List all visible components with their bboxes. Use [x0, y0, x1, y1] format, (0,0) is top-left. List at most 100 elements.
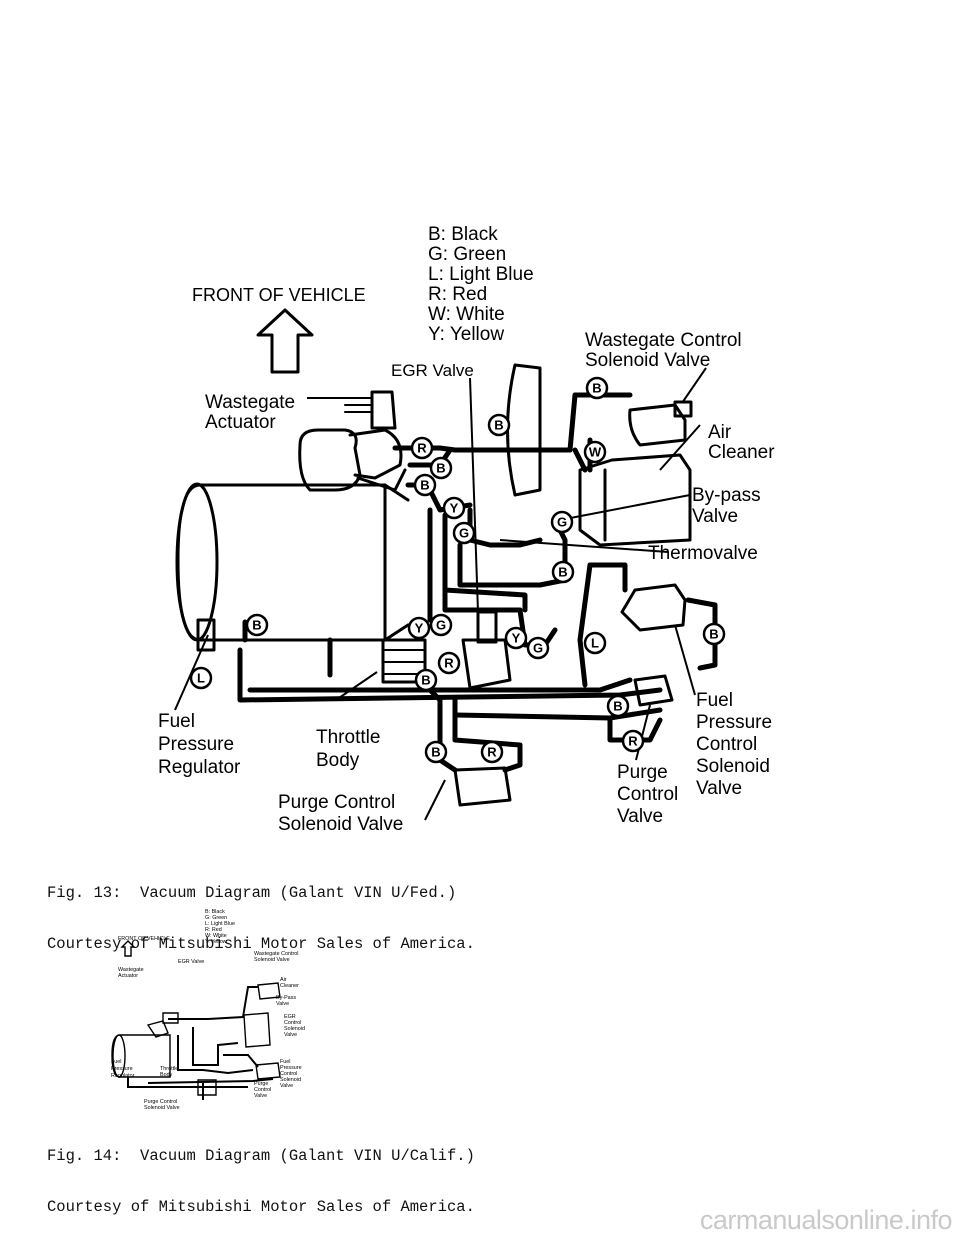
diagram-label: B: [613, 699, 622, 714]
wastegate-actuator-label: Wastegate: [205, 392, 295, 413]
diagram-label: Cleaner: [280, 983, 299, 989]
fuel-pressure-control-label: Fuel: [696, 690, 733, 711]
tag-b: B: [592, 381, 601, 396]
intake-plenum: [176, 483, 387, 642]
throttle-body-label: Throttle: [316, 727, 380, 748]
diagram-label: Valve: [254, 1093, 267, 1099]
purge-control-solenoid-part: [453, 766, 512, 807]
diagram-label: L: [591, 636, 599, 651]
air-cleaner-label: Air: [708, 422, 732, 443]
diagram-label: Valve: [617, 806, 663, 827]
diagram-label: Body: [316, 750, 360, 771]
diagram-label: Y: [512, 631, 521, 646]
legend-item: W: White: [428, 304, 505, 325]
diagram-label: Valve: [276, 1001, 289, 1007]
diagram-label: G: [459, 526, 469, 541]
purge-control-valve-label: Purge: [617, 762, 668, 783]
diagram-label: Regulator: [158, 757, 241, 778]
thermovalve-label: Thermovalve: [648, 543, 758, 564]
fig13-caption-title: Fig. 13: Vacuum Diagram (Galant VIN U/Fe…: [47, 884, 457, 902]
diagram-label: Valve: [692, 506, 738, 527]
purge-control-solenoid-label: Purge Control: [144, 1099, 177, 1105]
fig13-caption-credit: Courtesy of Mitsubishi Motor Sales of Am…: [47, 935, 475, 953]
diagram-label: Solenoid Valve: [585, 350, 710, 371]
front-arrow-icon: [120, 940, 136, 957]
diagram-label: Actuator: [205, 412, 276, 433]
diagram-label: Y: [415, 621, 424, 636]
egr-control-label: EGR: [284, 1014, 296, 1020]
diagram-label: R: [417, 441, 427, 456]
legend-item: G: Green: [205, 915, 227, 921]
diagram-label: Solenoid Valve: [278, 814, 403, 835]
fuel-pressure-control-solenoid-part: [620, 583, 687, 632]
fuel-pressure-regulator-part: [196, 618, 216, 652]
diagram-label: B: [420, 478, 429, 493]
fuel-pressure-regulator-label: Fuel: [111, 1059, 122, 1065]
legend-item: R: Red: [428, 284, 487, 305]
diagram-label: Pressure: [696, 712, 772, 733]
diagram-label: Pressure: [280, 1065, 302, 1071]
diagram-label: B: [709, 627, 718, 642]
legend-item: L: Light Blue: [205, 921, 235, 927]
diagram-label: G: [436, 618, 446, 633]
diagram-label: B: [421, 673, 430, 688]
front-of-vehicle-label: FRONT OF VEHICLE: [192, 285, 366, 305]
diagram-label: Solenoid: [284, 1026, 305, 1032]
wastegate-actuator-part: [370, 390, 397, 430]
hose-tags: [189, 376, 726, 764]
air-cleaner-label: Air: [280, 977, 287, 983]
egr-valve-label: EGR Valve: [391, 361, 474, 380]
front-arrow-icon: [256, 308, 314, 374]
egr-valve-label: EGR Valve: [178, 959, 204, 965]
throttle-body-label: Throttle: [160, 1066, 178, 1072]
diagram-label: R: [444, 656, 454, 671]
legend-item: R: Red: [205, 927, 222, 933]
diagram-label: Solenoid Valve: [144, 1105, 180, 1111]
fuel-pressure-regulator-label: Fuel: [158, 711, 195, 732]
diagram-label: B: [436, 461, 445, 476]
front-of-vehicle-label: FRONT OF VEHICLE: [118, 936, 170, 942]
legend-item: G: Green: [428, 244, 506, 265]
legend-item: Y: Yellow: [205, 939, 227, 945]
diagram-label: Control: [280, 1071, 297, 1077]
diagram-label: Solenoid: [280, 1077, 301, 1083]
diagram-label: R: [628, 734, 638, 749]
fig14-caption-title: Fig. 14: Vacuum Diagram (Galant VIN U/Ca…: [47, 1147, 475, 1165]
diagram-label: Body: [160, 1072, 173, 1078]
fig13-caption: Fig. 13: Vacuum Diagram (Galant VIN U/Fe…: [47, 851, 475, 970]
wastegate-control-label: Wastegate Control: [254, 951, 298, 957]
fuel-pressure-control-label: Fuel: [280, 1059, 291, 1065]
purge-control-valve-label: Purge: [254, 1081, 268, 1087]
watermark: carmanualsonline.info: [699, 1205, 953, 1235]
diagram-label: R: [487, 745, 497, 760]
diagram-label: Regulator: [111, 1073, 135, 1079]
wastegate-actuator-label: Wastegate: [118, 967, 144, 973]
legend-item: B: Black: [428, 224, 498, 245]
legend-item: Y: Yellow: [428, 324, 504, 345]
diagram-label: B: [252, 618, 261, 633]
fig14-caption-credit: Courtesy of Mitsubishi Motor Sales of Am…: [47, 1198, 475, 1216]
diagram-label: G: [557, 515, 567, 530]
diagram-label: B: [558, 565, 567, 580]
purge-control-valve-part: [633, 674, 674, 707]
diagram-label: Valve: [280, 1083, 293, 1089]
diagram-label: Y: [450, 501, 459, 516]
diagram-label: Solenoid Valve: [254, 957, 290, 963]
purge-control-solenoid-label: Purge Control: [278, 792, 395, 813]
diagram-label: Valve: [284, 1032, 297, 1038]
diagram-label: Control: [696, 734, 757, 755]
bypass-valve-label: By-Pass: [276, 995, 296, 1001]
diagram-label: Actuator: [118, 973, 138, 979]
legend-item: W: White: [205, 933, 227, 939]
diagram-label: Solenoid: [696, 756, 770, 777]
wastegate-control-label: Wastegate Control: [585, 330, 742, 351]
fig14-caption: Fig. 14: Vacuum Diagram (Galant VIN U/Ca…: [47, 1114, 475, 1233]
wastegate-control-solenoid-part: [628, 403, 687, 447]
diagram-label: W: [589, 445, 602, 460]
fig14-diagram: B: Black G: Green L: Light Blue R: Red W…: [111, 909, 305, 1111]
fig13-diagram: B B W R B B Y G G B B Y G Y G L B L R B …: [158, 224, 775, 835]
diagram-label: B: [431, 745, 440, 760]
diagram-label: Control: [254, 1087, 271, 1093]
diagram-label: Pressure: [158, 734, 234, 755]
diagram-label: Cleaner: [708, 442, 775, 463]
